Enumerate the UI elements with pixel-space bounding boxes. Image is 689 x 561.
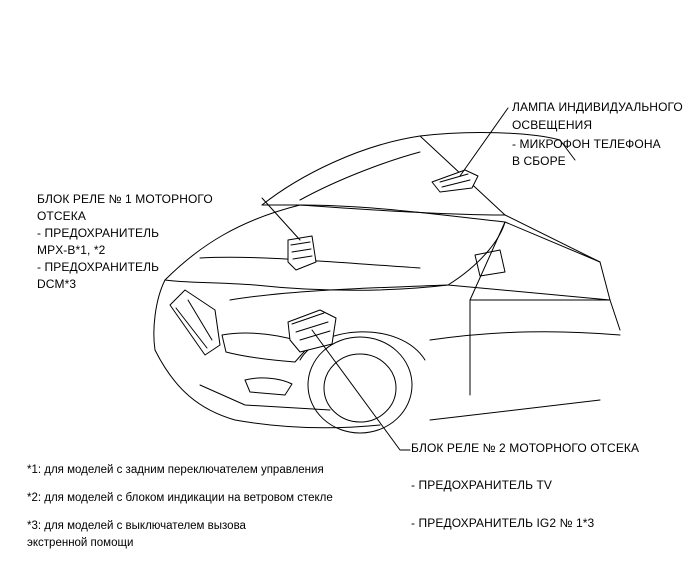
relay1-item1-line1: - ПРЕДОХРАНИТЕЛЬ xyxy=(37,226,160,240)
relay1-title-line2: ОТСЕКА xyxy=(37,209,86,223)
windshield-pillar xyxy=(419,135,601,263)
relay-box-1 xyxy=(287,235,317,271)
footnote-3-line2: экстренной помощи xyxy=(27,537,134,549)
footnote-1: *1: для моделей с задним переключателем … xyxy=(27,464,324,476)
grille-inner-2 xyxy=(187,299,213,341)
lamp-title-line2: ОСВЕЩЕНИЯ xyxy=(512,118,593,132)
front-bumper xyxy=(154,349,381,429)
hood-outline xyxy=(164,204,506,291)
lamp-item-line2: В СБОРЕ xyxy=(512,154,566,168)
leader-relay2 xyxy=(311,329,411,451)
lower-intake xyxy=(199,384,331,411)
relay1-item2-line1: - ПРЕДОХРАНИТЕЛЬ xyxy=(37,260,160,274)
leader-lamp xyxy=(459,107,509,177)
relay-box-2 xyxy=(287,309,337,353)
relay1-title-line1: БЛОК РЕЛЕ № 1 МОТОРНОГО xyxy=(37,192,213,206)
front-bumper-top xyxy=(153,279,166,351)
grille-inner-1 xyxy=(175,307,208,349)
front-wheel xyxy=(307,336,413,434)
interior-lamp xyxy=(431,169,479,193)
lamp-item-line1: - МИКРОФОН ТЕЛЕФОНА xyxy=(512,137,661,151)
leader-relay1 xyxy=(261,197,301,241)
footnote-2: *2: для моделей с блоком индикации на ве… xyxy=(27,492,333,504)
sill xyxy=(429,399,601,421)
front-wheel-rim xyxy=(323,353,397,423)
relay2-fuse-ig2: - ПРЕДОХРАНИТЕЛЬ IG2 № 1*3 xyxy=(411,516,595,530)
side-window xyxy=(469,221,611,301)
grille xyxy=(169,289,221,356)
relay2-title: БЛОК РЕЛЕ № 2 МОТОРНОГО ОТСЕКА xyxy=(411,441,640,455)
footnote-3-line1: *3: для моделей с выключателем вызова xyxy=(27,520,246,532)
headlight xyxy=(221,332,311,363)
relay2-fuse-tv: - ПРЕДОХРАНИТЕЛЬ TV xyxy=(411,478,553,492)
body-side-line xyxy=(429,331,621,341)
fog-lamp xyxy=(244,377,293,396)
relay-box-1-detail xyxy=(290,241,313,260)
relay-box-2-detail xyxy=(291,312,331,341)
interior-lamp-detail xyxy=(439,173,471,188)
body-side-top xyxy=(447,284,621,331)
side-mirror xyxy=(474,249,506,277)
lamp-title-line1: ЛАМПА ИНДИВИДУАЛЬНОГО xyxy=(512,100,683,114)
windshield-top xyxy=(299,151,421,201)
relay1-item2-line2: DCM*3 xyxy=(37,277,77,291)
relay1-item1-line2: MPX-B*1, *2 xyxy=(37,243,106,257)
windshield-bottom xyxy=(299,204,506,216)
hood-crease-2 xyxy=(229,284,449,301)
